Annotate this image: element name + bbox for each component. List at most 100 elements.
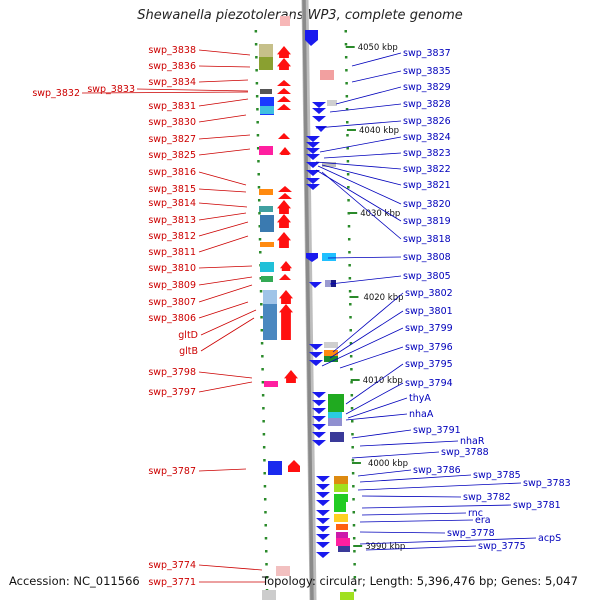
- gene-label-left: swp_3814: [148, 198, 196, 209]
- gene-box: [328, 394, 344, 412]
- gene-label-right: swp_3799: [405, 323, 453, 334]
- gene-arrow-reverse: [316, 534, 330, 540]
- left-track-dot: [265, 563, 268, 566]
- gene-box: [334, 476, 348, 484]
- gene-label-right: swp_3795: [405, 359, 453, 370]
- left-track-dot: [262, 433, 266, 436]
- gene-arrow-forward: [279, 290, 293, 304]
- kbp-label: 4010 kbp: [363, 376, 403, 386]
- gene-arrow-reverse: [312, 416, 326, 422]
- left-track-dot: [255, 82, 259, 85]
- left-track-dot: [262, 407, 265, 410]
- leader-line-right: [345, 382, 404, 415]
- leader-line-left: [198, 49, 251, 56]
- leader-line-right: [365, 545, 477, 551]
- leader-line-right: [317, 165, 402, 205]
- gene-arrow-reverse: [306, 148, 320, 154]
- leader-line-left: [198, 134, 251, 140]
- gene-arrow-reverse: [312, 108, 326, 114]
- leader-line-left: [198, 564, 263, 571]
- gene-label-left: swp_3838: [148, 45, 196, 56]
- gene-arrow-reverse: [316, 518, 330, 524]
- gene-label-right: swp_3828: [403, 99, 451, 110]
- left-track-dot: [256, 121, 259, 124]
- gene-box: [322, 162, 336, 167]
- leader-line-left: [198, 371, 253, 379]
- leader-line-left: [198, 221, 249, 237]
- leader-line-right: [359, 440, 459, 447]
- right-track-dot: [352, 537, 356, 540]
- right-track-dot: [346, 160, 350, 163]
- left-track-dot: [255, 95, 259, 98]
- left-track-dot: [260, 316, 263, 319]
- gene-label-left: gltB: [179, 346, 198, 357]
- gene-box: [328, 418, 342, 426]
- left-track-dot: [260, 329, 264, 332]
- gene-arrow-reverse: [316, 500, 330, 506]
- gene-label-left: swp_3833: [87, 84, 135, 95]
- gene-arrow-reverse: [306, 253, 318, 262]
- leader-line-right: [321, 164, 402, 186]
- right-track-dot: [353, 563, 356, 566]
- gene-arrow-reverse: [306, 162, 320, 168]
- gene-arrow-reverse: [309, 352, 323, 358]
- leader-line-right: [329, 275, 402, 285]
- gene-label-right: nhaR: [460, 436, 485, 447]
- leader-line-left: [198, 65, 251, 68]
- right-track-dot: [351, 420, 354, 423]
- gene-arrow-reverse: [316, 476, 330, 482]
- left-track-dot: [261, 368, 264, 371]
- gene-label-right: swp_3820: [403, 199, 451, 210]
- gene-arrow-forward: [277, 232, 291, 248]
- gene-box: [260, 106, 274, 114]
- gene-box: [338, 546, 350, 552]
- leader-line-right: [359, 519, 474, 523]
- gene-box: [259, 206, 273, 212]
- gene-label-right: swp_3796: [405, 342, 453, 353]
- right-track-dot: [346, 134, 349, 137]
- gene-label-right: swp_3835: [403, 66, 451, 77]
- gene-label-left: swp_3797: [148, 387, 196, 398]
- gene-arrow-reverse: [312, 408, 326, 414]
- left-track-dot: [261, 394, 265, 397]
- gene-label-right: swp_3824: [403, 132, 451, 143]
- genome-backbone: [302, 0, 314, 600]
- gene-arrow-reverse: [316, 542, 330, 548]
- right-track-dot: [347, 186, 350, 189]
- gene-box: [328, 412, 342, 418]
- gene-arrow-forward: [277, 46, 291, 58]
- right-track-dot: [347, 225, 351, 228]
- gene-label-right: rnc: [468, 508, 483, 519]
- leader-line-right: [357, 469, 412, 477]
- leader-line-right: [345, 363, 404, 405]
- gene-box: [336, 532, 348, 538]
- gene-label-left: swp_3836: [148, 61, 196, 72]
- gene-label-left: swp_3816: [148, 167, 196, 178]
- leader-line-left: [198, 265, 253, 269]
- leader-line-right: [347, 397, 408, 419]
- gene-arrow-forward: [277, 58, 291, 70]
- kbp-label: 4000 kbp: [368, 459, 408, 469]
- right-track-dot: [352, 498, 355, 501]
- right-track-dot: [344, 30, 347, 33]
- gene-box: [263, 290, 277, 304]
- gene-label-right: swp_3791: [413, 425, 461, 436]
- leader-line-right: [351, 70, 402, 83]
- gene-box: [324, 350, 338, 356]
- gene-label-right: swp_3823: [403, 148, 451, 159]
- gene-label-left: swp_3831: [148, 101, 196, 112]
- right-track-dot: [345, 95, 349, 98]
- gene-arrow-reverse: [312, 432, 326, 438]
- right-track-dot: [351, 472, 355, 475]
- gene-arrow-reverse: [306, 184, 320, 190]
- gene-label-right: swp_3785: [473, 470, 521, 481]
- left-track-dot: [264, 537, 268, 540]
- left-track-dot: [254, 43, 258, 46]
- right-track-dot: [350, 381, 353, 384]
- leader-line-right: [321, 171, 402, 240]
- gene-arrow-reverse: [316, 526, 330, 532]
- gene-arrow-reverse: [309, 360, 323, 366]
- right-track-dot: [347, 199, 350, 202]
- gene-label-right: swp_3826: [403, 116, 451, 127]
- gene-arrow-reverse: [306, 170, 320, 176]
